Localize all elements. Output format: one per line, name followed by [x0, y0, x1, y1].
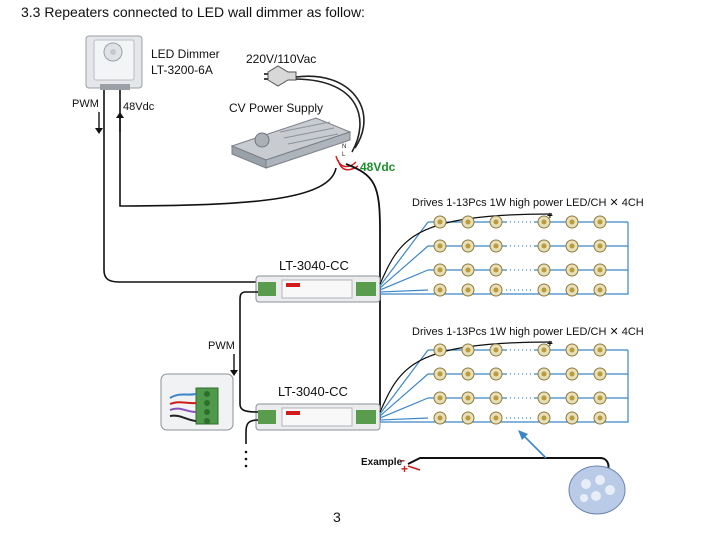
led-bead-core [493, 371, 499, 377]
led-bead-core [597, 371, 603, 377]
led-bead-core [465, 395, 471, 401]
led-bead-core [465, 371, 471, 377]
led-bead-core [465, 267, 471, 273]
pwm-mid-arrow-icon [230, 354, 238, 376]
vdc-up-arrow-icon [116, 112, 124, 132]
page-heading: 3.3 Repeaters connected to LED wall dimm… [21, 4, 365, 20]
svg-text:N: N [342, 144, 346, 150]
led-bead-core [493, 287, 499, 293]
led-bead-core [597, 347, 603, 353]
led-bead-core [437, 243, 443, 249]
led-bead-core [437, 415, 443, 421]
led-bead-core [465, 415, 471, 421]
example-led-lamp [407, 457, 626, 515]
vdc-label: 48Vdc [123, 101, 155, 113]
led-bead-core [597, 415, 603, 421]
led-bead-core [437, 371, 443, 377]
dimmer-name-label: LED Dimmer [151, 47, 220, 61]
led-bead-core [493, 243, 499, 249]
repeater-2-label: LT-3040-CC [278, 384, 348, 399]
led-bead-core [541, 243, 547, 249]
svg-text:L: L [342, 152, 346, 158]
led-bead-core [465, 219, 471, 225]
led-bead-core [569, 219, 575, 225]
led-bead-core [493, 219, 499, 225]
pwm-down-arrow-icon [95, 112, 103, 134]
led-bead-core [541, 415, 547, 421]
led-array-1-wires [379, 221, 629, 295]
svg-text:+: + [547, 211, 553, 222]
led-bead-core [541, 395, 547, 401]
dimmer-model-label: LT-3200-6A [151, 63, 213, 77]
led-bead-core [569, 347, 575, 353]
led-bead-core [597, 219, 603, 225]
svg-text:+: + [401, 462, 408, 476]
led-bead-core [493, 395, 499, 401]
led-beads [433, 215, 607, 425]
power-supply-label: CV Power Supply [229, 101, 324, 115]
svg-text:-: - [401, 453, 405, 467]
led-bead-core [437, 347, 443, 353]
svg-text:+: + [547, 339, 553, 350]
repeater-1-device [255, 275, 381, 303]
led-bead-core [569, 371, 575, 377]
led-bead-core [569, 287, 575, 293]
repeater-2-device [255, 403, 381, 431]
led-bead-core [465, 347, 471, 353]
pwm-label: PWM [72, 98, 99, 110]
power-plug-icon [264, 65, 297, 87]
pwm-label-2: PWM [208, 340, 235, 352]
repeater-1-label: LT-3040-CC [279, 258, 349, 273]
vdc-green-label: 48Vdc [360, 160, 396, 174]
led-bead-core [569, 267, 575, 273]
led-bead-core [541, 267, 547, 273]
led-bead-core [597, 287, 603, 293]
continuation-dots [244, 450, 248, 468]
drives-label-2: Drives 1-13Pcs 1W high power LED/CH ✕ 4C… [412, 326, 644, 338]
led-bead-core [465, 287, 471, 293]
led-bead-core [437, 287, 443, 293]
led-bead-core [597, 243, 603, 249]
led-bead-core [569, 395, 575, 401]
example-label: Example [361, 457, 403, 468]
led-bead-core [541, 219, 547, 225]
led-bead-core [597, 395, 603, 401]
terminal-closeup [160, 373, 234, 431]
led-bead-core [493, 347, 499, 353]
led-bead-core [493, 267, 499, 273]
led-bead-core [493, 415, 499, 421]
led-bead-core [437, 267, 443, 273]
led-bead-core [437, 395, 443, 401]
led-bead-core [597, 267, 603, 273]
led-dimmer-device [85, 35, 143, 90]
led-bead-core [541, 371, 547, 377]
led-bead-core [465, 243, 471, 249]
pointer-arrow-icon [518, 430, 547, 459]
led-bead-core [541, 347, 547, 353]
led-bead-core [541, 287, 547, 293]
drives-label-1: Drives 1-13Pcs 1W high power LED/CH ✕ 4C… [412, 197, 644, 209]
mains-voltage-label: 220V/110Vac [246, 52, 317, 66]
page-number: 3 [333, 509, 341, 525]
led-bead-core [437, 219, 443, 225]
led-bead-core [569, 415, 575, 421]
led-array-2-wires [379, 349, 629, 423]
led-bead-core [569, 243, 575, 249]
cv-power-supply: N L [230, 117, 352, 169]
